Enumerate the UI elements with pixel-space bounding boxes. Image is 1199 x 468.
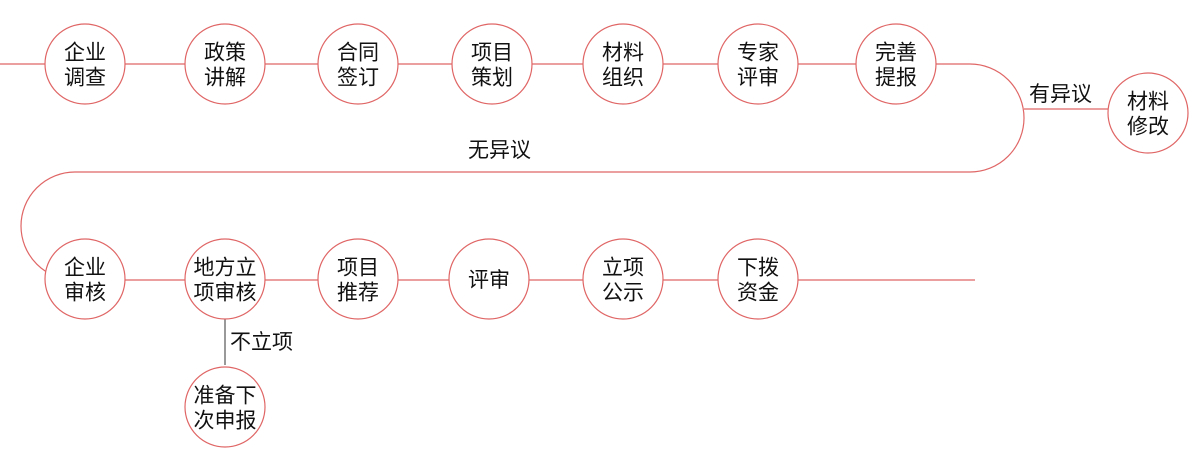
node-label-line: 政策 bbox=[204, 41, 246, 65]
has-objection-label: 有异议 bbox=[1029, 82, 1092, 106]
node-label-line: 资金 bbox=[737, 281, 779, 305]
node-label-line: 项审核 bbox=[194, 281, 257, 305]
node-label-line: 推荐 bbox=[337, 281, 379, 305]
node-label-line: 调查 bbox=[64, 66, 106, 90]
node-circle bbox=[582, 23, 664, 105]
node-circle bbox=[44, 23, 126, 105]
node-label-line: 讲解 bbox=[204, 66, 246, 90]
node-label-line: 评审 bbox=[468, 268, 510, 292]
node-circle bbox=[855, 23, 937, 105]
node-label-line: 准备下 bbox=[194, 384, 257, 408]
node-label-line: 材料 bbox=[1127, 90, 1169, 114]
node-circle bbox=[717, 238, 799, 320]
node-label-line: 企业 bbox=[64, 256, 106, 280]
node-label-line: 组织 bbox=[602, 66, 644, 90]
node-circle bbox=[184, 238, 266, 320]
no-objection-label: 无异议 bbox=[468, 138, 531, 162]
node-circle bbox=[317, 238, 399, 320]
node-label-line: 策划 bbox=[471, 66, 513, 90]
return-connector bbox=[20, 63, 1025, 281]
node-label-line: 完善 bbox=[875, 41, 917, 65]
node-label-line: 项目 bbox=[471, 41, 513, 65]
not-approved-label: 不立项 bbox=[230, 330, 293, 354]
flow-node-m4: 评审 bbox=[448, 238, 530, 320]
node-circle bbox=[184, 23, 266, 105]
node-label-line: 材料 bbox=[602, 41, 644, 65]
node-circle bbox=[582, 238, 664, 320]
node-label-line: 评审 bbox=[737, 66, 779, 90]
node-label-line: 地方立 bbox=[194, 256, 257, 280]
node-label-line: 审核 bbox=[64, 281, 106, 305]
node-circle bbox=[184, 366, 266, 448]
flow-nodes: 企业调查政策讲解合同签订项目策划材料组织专家评审完善提报材料修改企业审核地方立项… bbox=[44, 23, 1189, 448]
node-label-line: 专家 bbox=[737, 41, 779, 65]
node-circle bbox=[1107, 72, 1189, 154]
node-label-line: 合同 bbox=[337, 41, 379, 65]
node-label-line: 提报 bbox=[875, 66, 917, 90]
node-circle bbox=[448, 238, 530, 320]
node-label-line: 下拨 bbox=[737, 256, 779, 280]
node-label-line: 企业 bbox=[64, 41, 106, 65]
node-label-line: 公示 bbox=[602, 281, 644, 305]
node-circle bbox=[44, 238, 126, 320]
node-label-line: 项目 bbox=[337, 256, 379, 280]
node-label-line: 次申报 bbox=[194, 409, 257, 433]
node-label-line: 修改 bbox=[1127, 115, 1169, 139]
node-label-line: 立项 bbox=[602, 256, 644, 280]
node-circle bbox=[717, 23, 799, 105]
node-label-line: 签订 bbox=[337, 66, 379, 90]
node-circle bbox=[317, 23, 399, 105]
node-circle bbox=[451, 23, 533, 105]
